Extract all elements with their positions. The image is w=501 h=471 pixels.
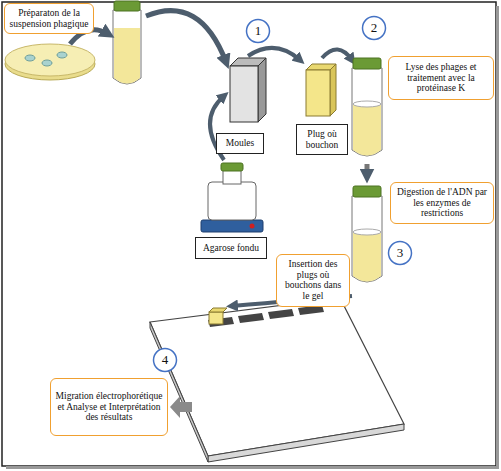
box-text: Insertion des plugs où bouchons dans le … bbox=[281, 259, 345, 302]
step-number: 2 bbox=[361, 15, 387, 41]
test-tube bbox=[352, 186, 382, 282]
step-number-text: 2 bbox=[371, 21, 378, 36]
plug bbox=[306, 64, 336, 116]
petri-dish bbox=[5, 44, 95, 80]
box-text: Moules bbox=[226, 138, 255, 149]
step-number: 3 bbox=[387, 240, 413, 266]
mold bbox=[230, 58, 266, 122]
frame-shadow bbox=[496, 6, 499, 468]
step-number-text: 3 bbox=[397, 246, 404, 261]
box-text: Plug où bouchon bbox=[300, 129, 344, 150]
frame bbox=[2, 2, 496, 466]
step-number: 1 bbox=[245, 18, 271, 44]
callout-box: Migration électrophorétique et Analyse e… bbox=[50, 378, 168, 436]
test-tube bbox=[113, 1, 141, 84]
callout-box: Préparaton de la suspension phagique bbox=[4, 3, 94, 34]
step-number-text: 1 bbox=[255, 24, 262, 39]
box-text: Digestion de l'ADN par les enzymes de re… bbox=[395, 187, 489, 219]
label-box: Plug où bouchon bbox=[296, 124, 348, 155]
flow-arrow bbox=[365, 164, 370, 176]
box-text: Agarose fondu bbox=[203, 243, 259, 254]
box-text: Préparaton de la suspension phagique bbox=[9, 8, 89, 29]
flow-arrow bbox=[146, 11, 226, 62]
label-box: Agarose fondu bbox=[195, 237, 267, 259]
box-text: Lyse des phages et traitement avec la pr… bbox=[393, 62, 489, 94]
box-text: Migration électrophorétique et Analyse e… bbox=[55, 391, 163, 423]
test-tube bbox=[352, 58, 382, 156]
callout-box: Insertion des plugs où bouchons dans le … bbox=[276, 254, 350, 307]
result-arrow bbox=[170, 396, 192, 418]
agarose-bottle bbox=[201, 163, 263, 232]
step-number: 4 bbox=[152, 347, 178, 373]
label-box: Moules bbox=[216, 133, 264, 154]
callout-box: Digestion de l'ADN par les enzymes de re… bbox=[390, 182, 494, 224]
step-number-text: 4 bbox=[162, 353, 169, 368]
electrophoresis-gel bbox=[150, 298, 404, 462]
frame-shadow bbox=[6, 466, 499, 469]
callout-box: Lyse des phages et traitement avec la pr… bbox=[388, 56, 494, 100]
flow-arrow bbox=[322, 49, 352, 60]
